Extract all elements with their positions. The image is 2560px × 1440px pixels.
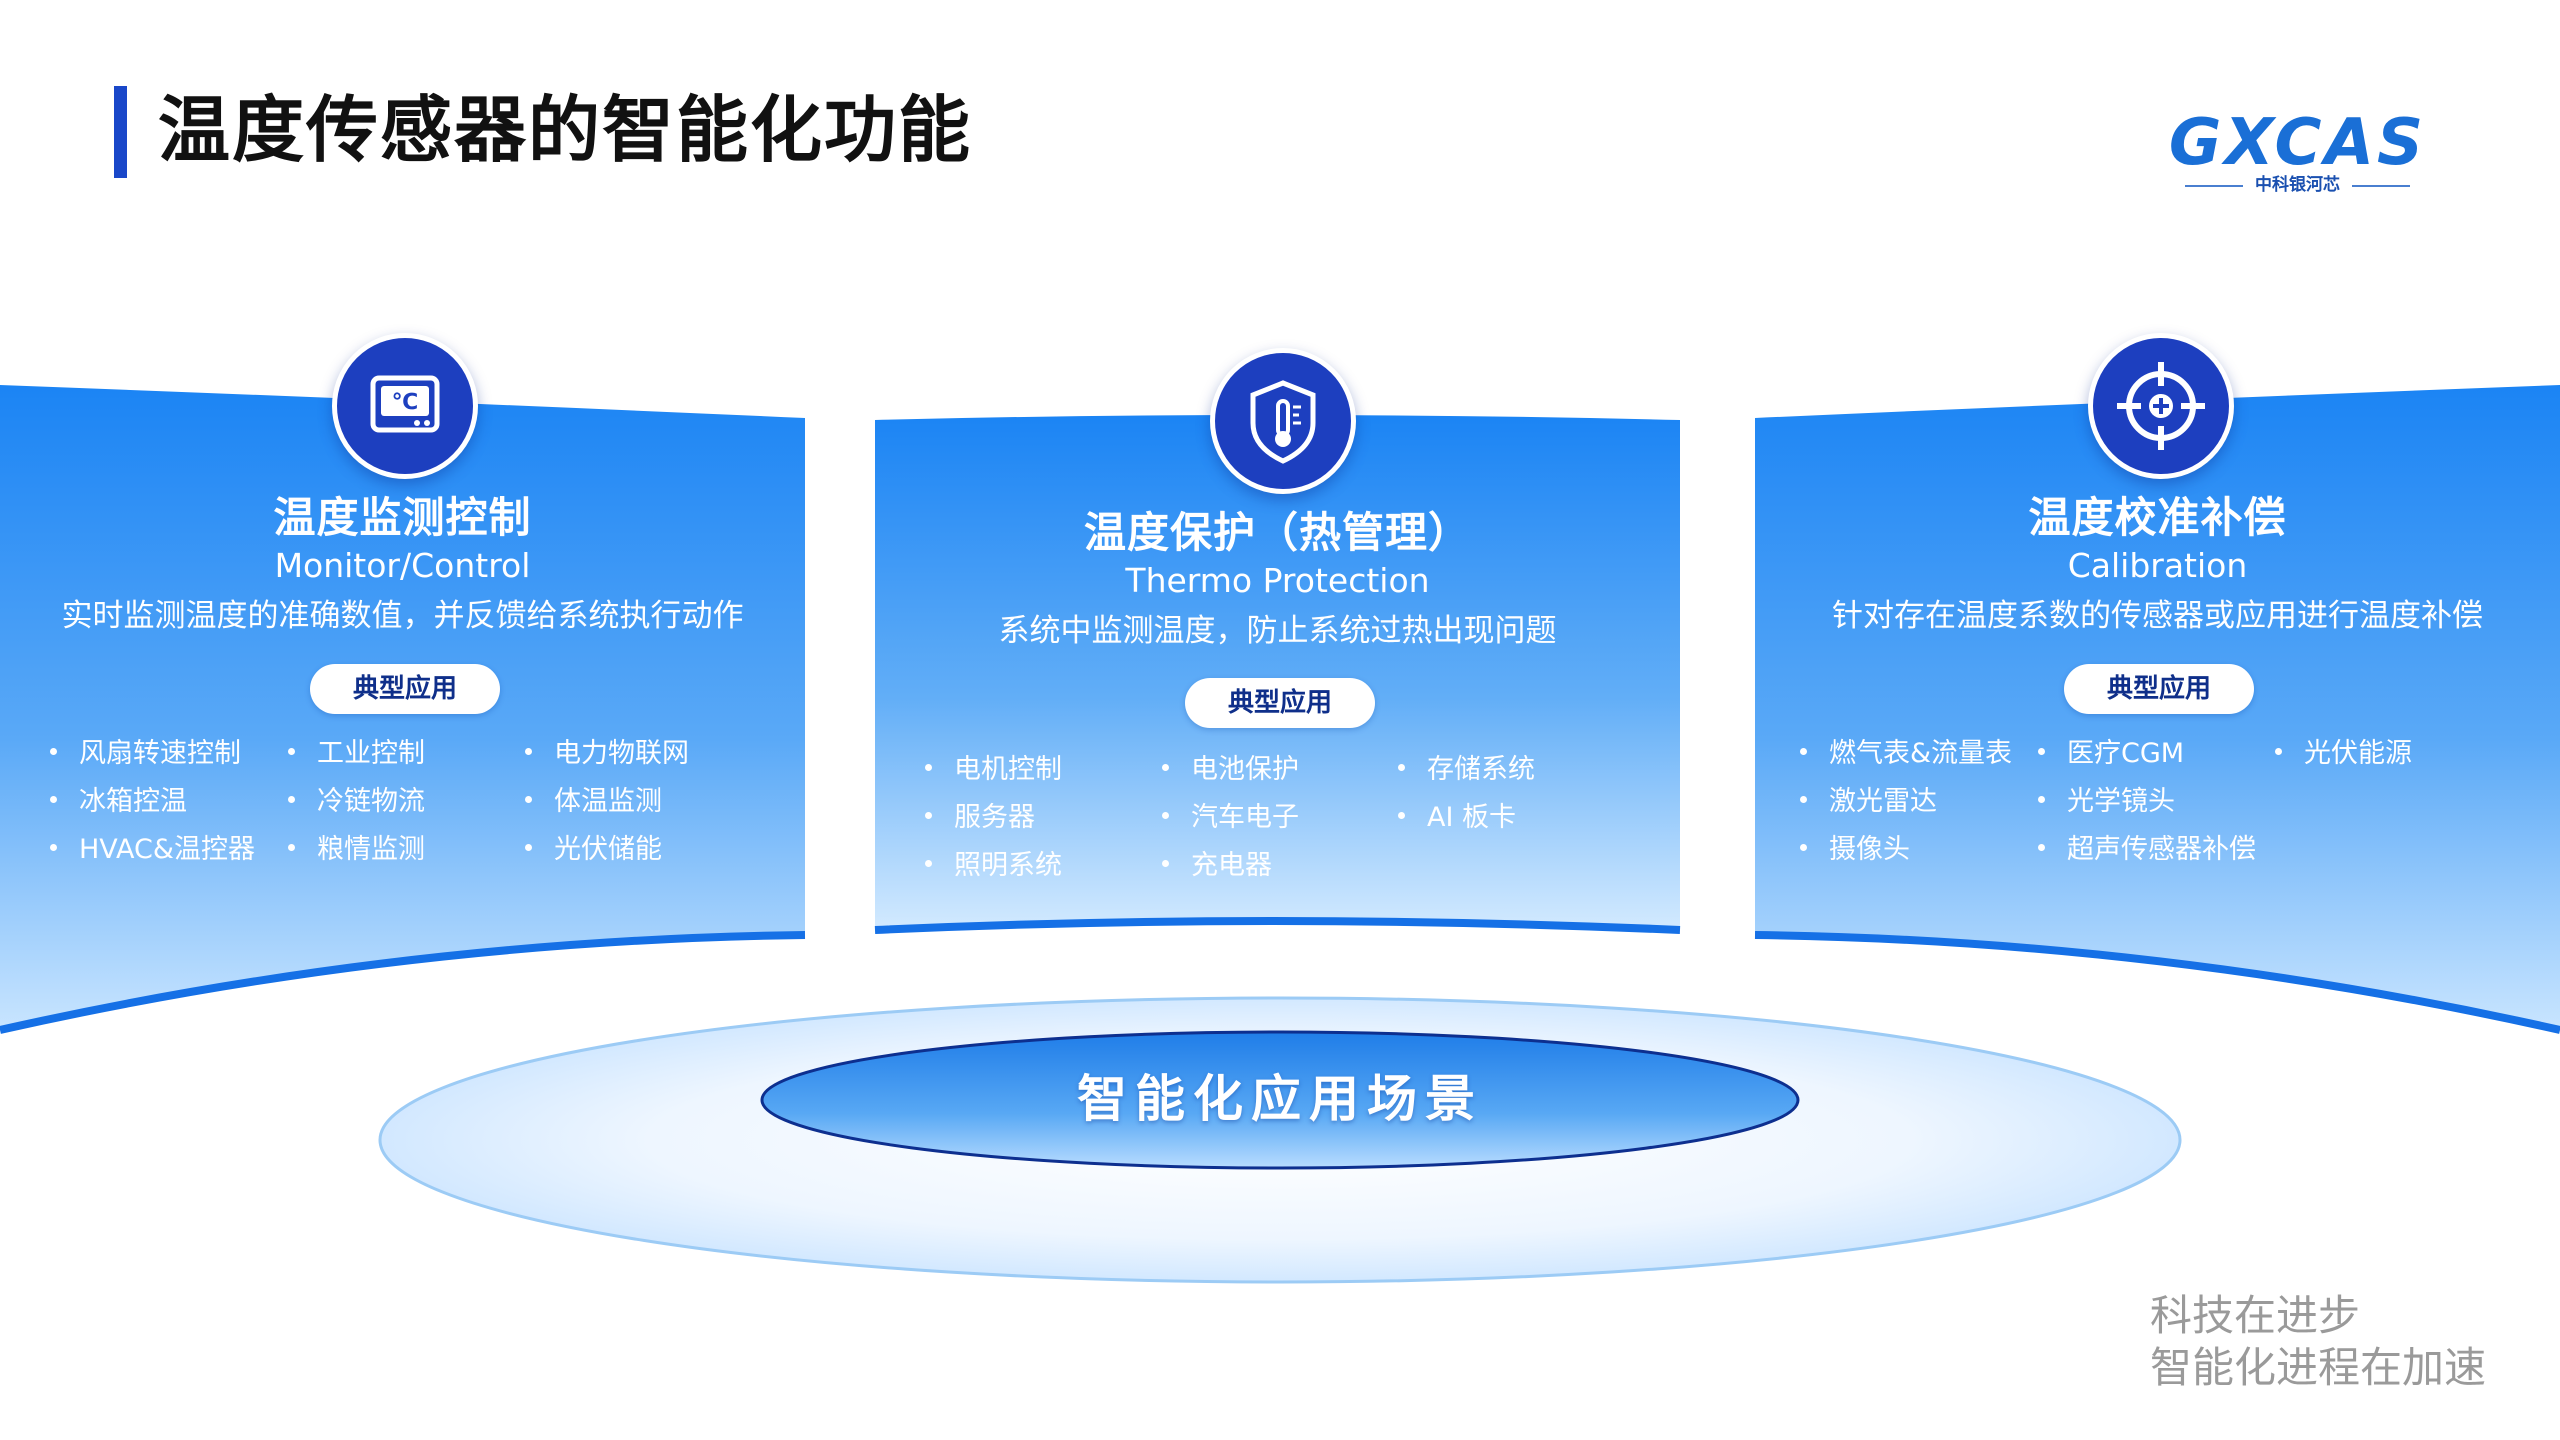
panel-left-heading: 温度监测控制 Monitor/Control 实时监测温度的准确数值，并反馈给系… [0, 490, 805, 638]
slogan: 科技在进步 智能化进程在加速 [2150, 1290, 2486, 1394]
logo-text: GXCAS [2168, 106, 2427, 180]
list-item: 风扇转速控制 [50, 736, 241, 772]
list-item: 照明系统 [925, 848, 1062, 884]
panel-title: 温度保护（热管理） [1083, 508, 1471, 557]
list-item: 光伏能源 [2275, 736, 2412, 772]
logo-divider-left [2185, 185, 2243, 187]
list-item: 医疗CGM [2038, 736, 2184, 772]
list-item: 光学镜头 [2038, 784, 2175, 820]
logo-subtitle: 中科银河芯 [2255, 175, 2340, 195]
list-item: AI 板卡 [1398, 800, 1516, 836]
logo-divider-right [2352, 185, 2410, 187]
slogan-line-1: 科技在进步 [2150, 1291, 2361, 1340]
panel-description: 实时监测温度的准确数值，并反馈给系统执行动作 [61, 598, 744, 634]
panel-subtitle: Thermo Protection [1125, 561, 1430, 600]
list-item: 冰箱控温 [50, 784, 187, 820]
list-item: 冷链物流 [288, 784, 425, 820]
list-item: 电力物联网 [525, 736, 689, 772]
page-title: 温度传感器的智能化功能 [158, 88, 973, 172]
panel-left-base [0, 931, 806, 1034]
panel-subtitle: Monitor/Control [274, 546, 531, 585]
list-item: 超声传感器补偿 [2038, 832, 2256, 868]
panel-subtitle: Calibration [2067, 546, 2248, 585]
list-item: 粮情监测 [288, 832, 425, 868]
panel-middle-base [874, 917, 1681, 934]
panel-title: 温度校准补偿 [2028, 493, 2287, 542]
title-accent-bar [114, 86, 127, 178]
list-item: 电池保护 [1162, 752, 1299, 788]
list-item: 摄像头 [1800, 832, 1910, 868]
list-item: 体温监测 [525, 784, 662, 820]
slogan-line-2: 智能化进程在加速 [2150, 1343, 2487, 1392]
list-item: HVAC&温控器 [50, 832, 255, 868]
svg-text:℃: ℃ [392, 390, 419, 415]
list-item: 充电器 [1162, 848, 1272, 884]
panel-middle-bg [875, 415, 1680, 930]
list-item: 存储系统 [1398, 752, 1535, 788]
crosshair-target-icon [2088, 333, 2234, 479]
panel-description: 针对存在温度系数的传感器或应用进行温度补偿 [1832, 598, 2483, 634]
typical-app-pill: 典型应用 [2064, 664, 2254, 714]
panel-right-base [1754, 931, 2560, 1034]
panel-right-heading: 温度校准补偿 Calibration 针对存在温度系数的传感器或应用进行温度补偿 [1755, 490, 2560, 638]
panel-middle-heading: 温度保护（热管理） Thermo Protection 系统中监测温度，防止系统… [875, 505, 1680, 653]
panel-description: 系统中监测温度，防止系统过热出现问题 [998, 613, 1557, 649]
list-item: 燃气表&流量表 [1800, 736, 2012, 772]
thermometer-display-icon: ℃ [332, 333, 478, 479]
list-item: 激光雷达 [1800, 784, 1937, 820]
center-scene-label: 智能化应用场景 [1077, 1070, 1483, 1128]
company-logo: GXCAS 中科银河芯 [2165, 108, 2430, 198]
list-item: 汽车电子 [1162, 800, 1299, 836]
typical-app-pill: 典型应用 [310, 664, 500, 714]
list-item: 电机控制 [925, 752, 1062, 788]
list-item: 服务器 [925, 800, 1035, 836]
typical-app-pill: 典型应用 [1185, 678, 1375, 728]
list-item: 光伏储能 [525, 832, 662, 868]
list-item: 工业控制 [288, 736, 425, 772]
inner-ellipse [760, 1030, 1800, 1170]
panel-title: 温度监测控制 [273, 493, 532, 542]
shield-thermometer-icon [1210, 348, 1356, 494]
